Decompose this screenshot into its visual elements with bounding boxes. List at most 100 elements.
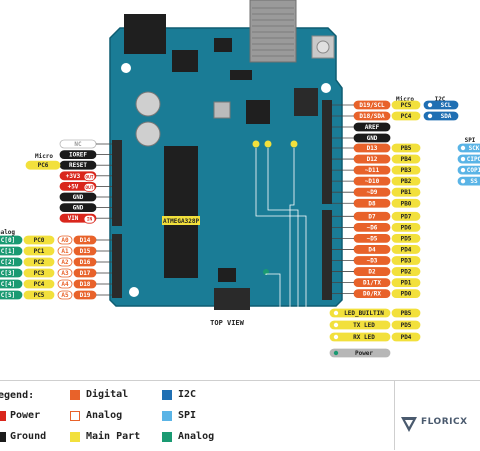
i2c-pin-label [423,111,459,121]
micro-pin-label [23,290,55,300]
micro-pin: PC4 [34,281,45,288]
pin-suffix-badge [83,172,96,182]
bus-pin: COPI [467,167,480,174]
micro-pin: PD1 [401,280,412,287]
pin-name: D7 [368,213,376,220]
micro-pin: PD4 [401,334,412,341]
micro-pin-label [391,165,421,175]
legend-label-analog-outline: Analog [86,410,123,421]
bus-dot-icon [460,167,466,173]
legend-label-spi: SPI [178,410,197,421]
micro-pin-label [391,222,421,232]
analog-pin: A3 [61,270,69,277]
pin-name: ~D5 [367,235,378,242]
adc-label [0,268,23,278]
mount-hole [321,83,331,93]
led-label [329,332,391,342]
left-header-bottom [112,234,122,298]
analog-pin-label [57,279,73,289]
adc-name: C[3] [1,270,15,277]
pin-name: D18/SDA [359,113,385,120]
micro-pin-label [391,308,421,318]
pin-name: D19/SCL [359,102,385,109]
pinout-diagram: ATMEGA328P TOP VIEW MicroNCIOREFRESETPC6… [0,0,480,358]
left-header-top [112,140,122,226]
micro-pin: PC5 [401,102,412,109]
chip-label: ATMEGA328P [163,218,200,225]
micro-pin-label [391,211,421,221]
legend-label-analog: Analog [178,431,215,442]
analog-pin-label [57,235,73,245]
micro-pin: PC2 [34,259,45,266]
legend-label-i2c: I2C [178,389,197,400]
right-micro-header: Micro [396,96,414,103]
bus-dot-icon [427,102,433,108]
bus-pin: SDA [441,113,452,120]
led-name: LED_BUILTIN [344,310,384,317]
voltage-regulator [172,50,198,72]
micro-pin-label [391,198,421,208]
adc-label [0,279,23,289]
usb-chip [246,100,270,124]
smd-part [230,70,252,80]
micro-pin: PD3 [401,258,412,265]
smd-part [214,38,232,52]
pin-suffix: OUT [85,174,93,180]
micro-pin: PC4 [401,113,412,120]
pin-name: RESET [69,162,87,169]
analog-pin: A1 [61,248,69,255]
micro-pin: PB5 [401,145,412,152]
view-label: TOP VIEW [210,319,245,327]
micro-pin-label [391,289,421,299]
arduino-board [109,27,343,307]
pin-name: D2 [368,269,376,276]
bus-pin: SCK [469,145,480,152]
pin-name: +5V [68,183,79,190]
pin-suffix-badge [83,182,96,192]
legend-swatch-analog-outline [70,411,80,421]
icsp-header-top [294,88,318,116]
legend-swatch-ground [0,432,6,442]
micro-pin: PC3 [34,270,45,277]
legend-swatch-main-part [70,432,80,442]
micro-pin-label [391,267,421,276]
analog-pin-label [57,290,73,300]
micro-pin: PB0 [401,200,412,207]
analog-pin: A5 [61,292,69,299]
micro-pin: PB4 [401,156,412,163]
led-builtin [252,140,260,148]
micro-pin-label [23,235,55,245]
adc-name: C[5] [1,292,15,299]
micro-pin-label [391,320,421,330]
legend-label-digital: Digital [86,389,129,400]
adc-name: C[1] [1,248,15,255]
micro-pin-label [391,278,421,288]
micro-pin-label [25,160,61,170]
micro-pin-label [23,257,55,267]
usb-connector [249,0,297,63]
micro-pin: PB1 [401,189,412,196]
micro-pin-label [391,256,421,265]
led-name: TX LED [353,322,375,329]
pin-name: AREF [365,124,380,131]
pin-name: D12 [367,156,378,163]
pin-name: ~D9 [367,189,378,196]
bus-pin: CIPO [467,156,480,163]
micro-pin: PC1 [34,248,45,255]
mount-hole [121,63,131,73]
micro-pin-label [391,154,421,164]
bus-dot-icon [460,178,466,184]
digital-pin: D16 [80,259,91,266]
micro-pin: PC5 [34,292,45,299]
micro-pin: PD7 [401,213,412,220]
left-micro-header: Micro [35,153,53,160]
micro-pin: PD5 [401,322,412,329]
micro-pin-label [391,332,421,342]
pin-name: +3V3 [66,173,81,180]
digital-pin: D17 [80,270,91,277]
micro-pin-label [23,268,55,278]
pin-name: D4 [368,246,376,253]
analog-pin: A4 [61,281,69,288]
pin-suffix-badge [83,214,96,224]
analog-pin: A2 [61,259,69,266]
